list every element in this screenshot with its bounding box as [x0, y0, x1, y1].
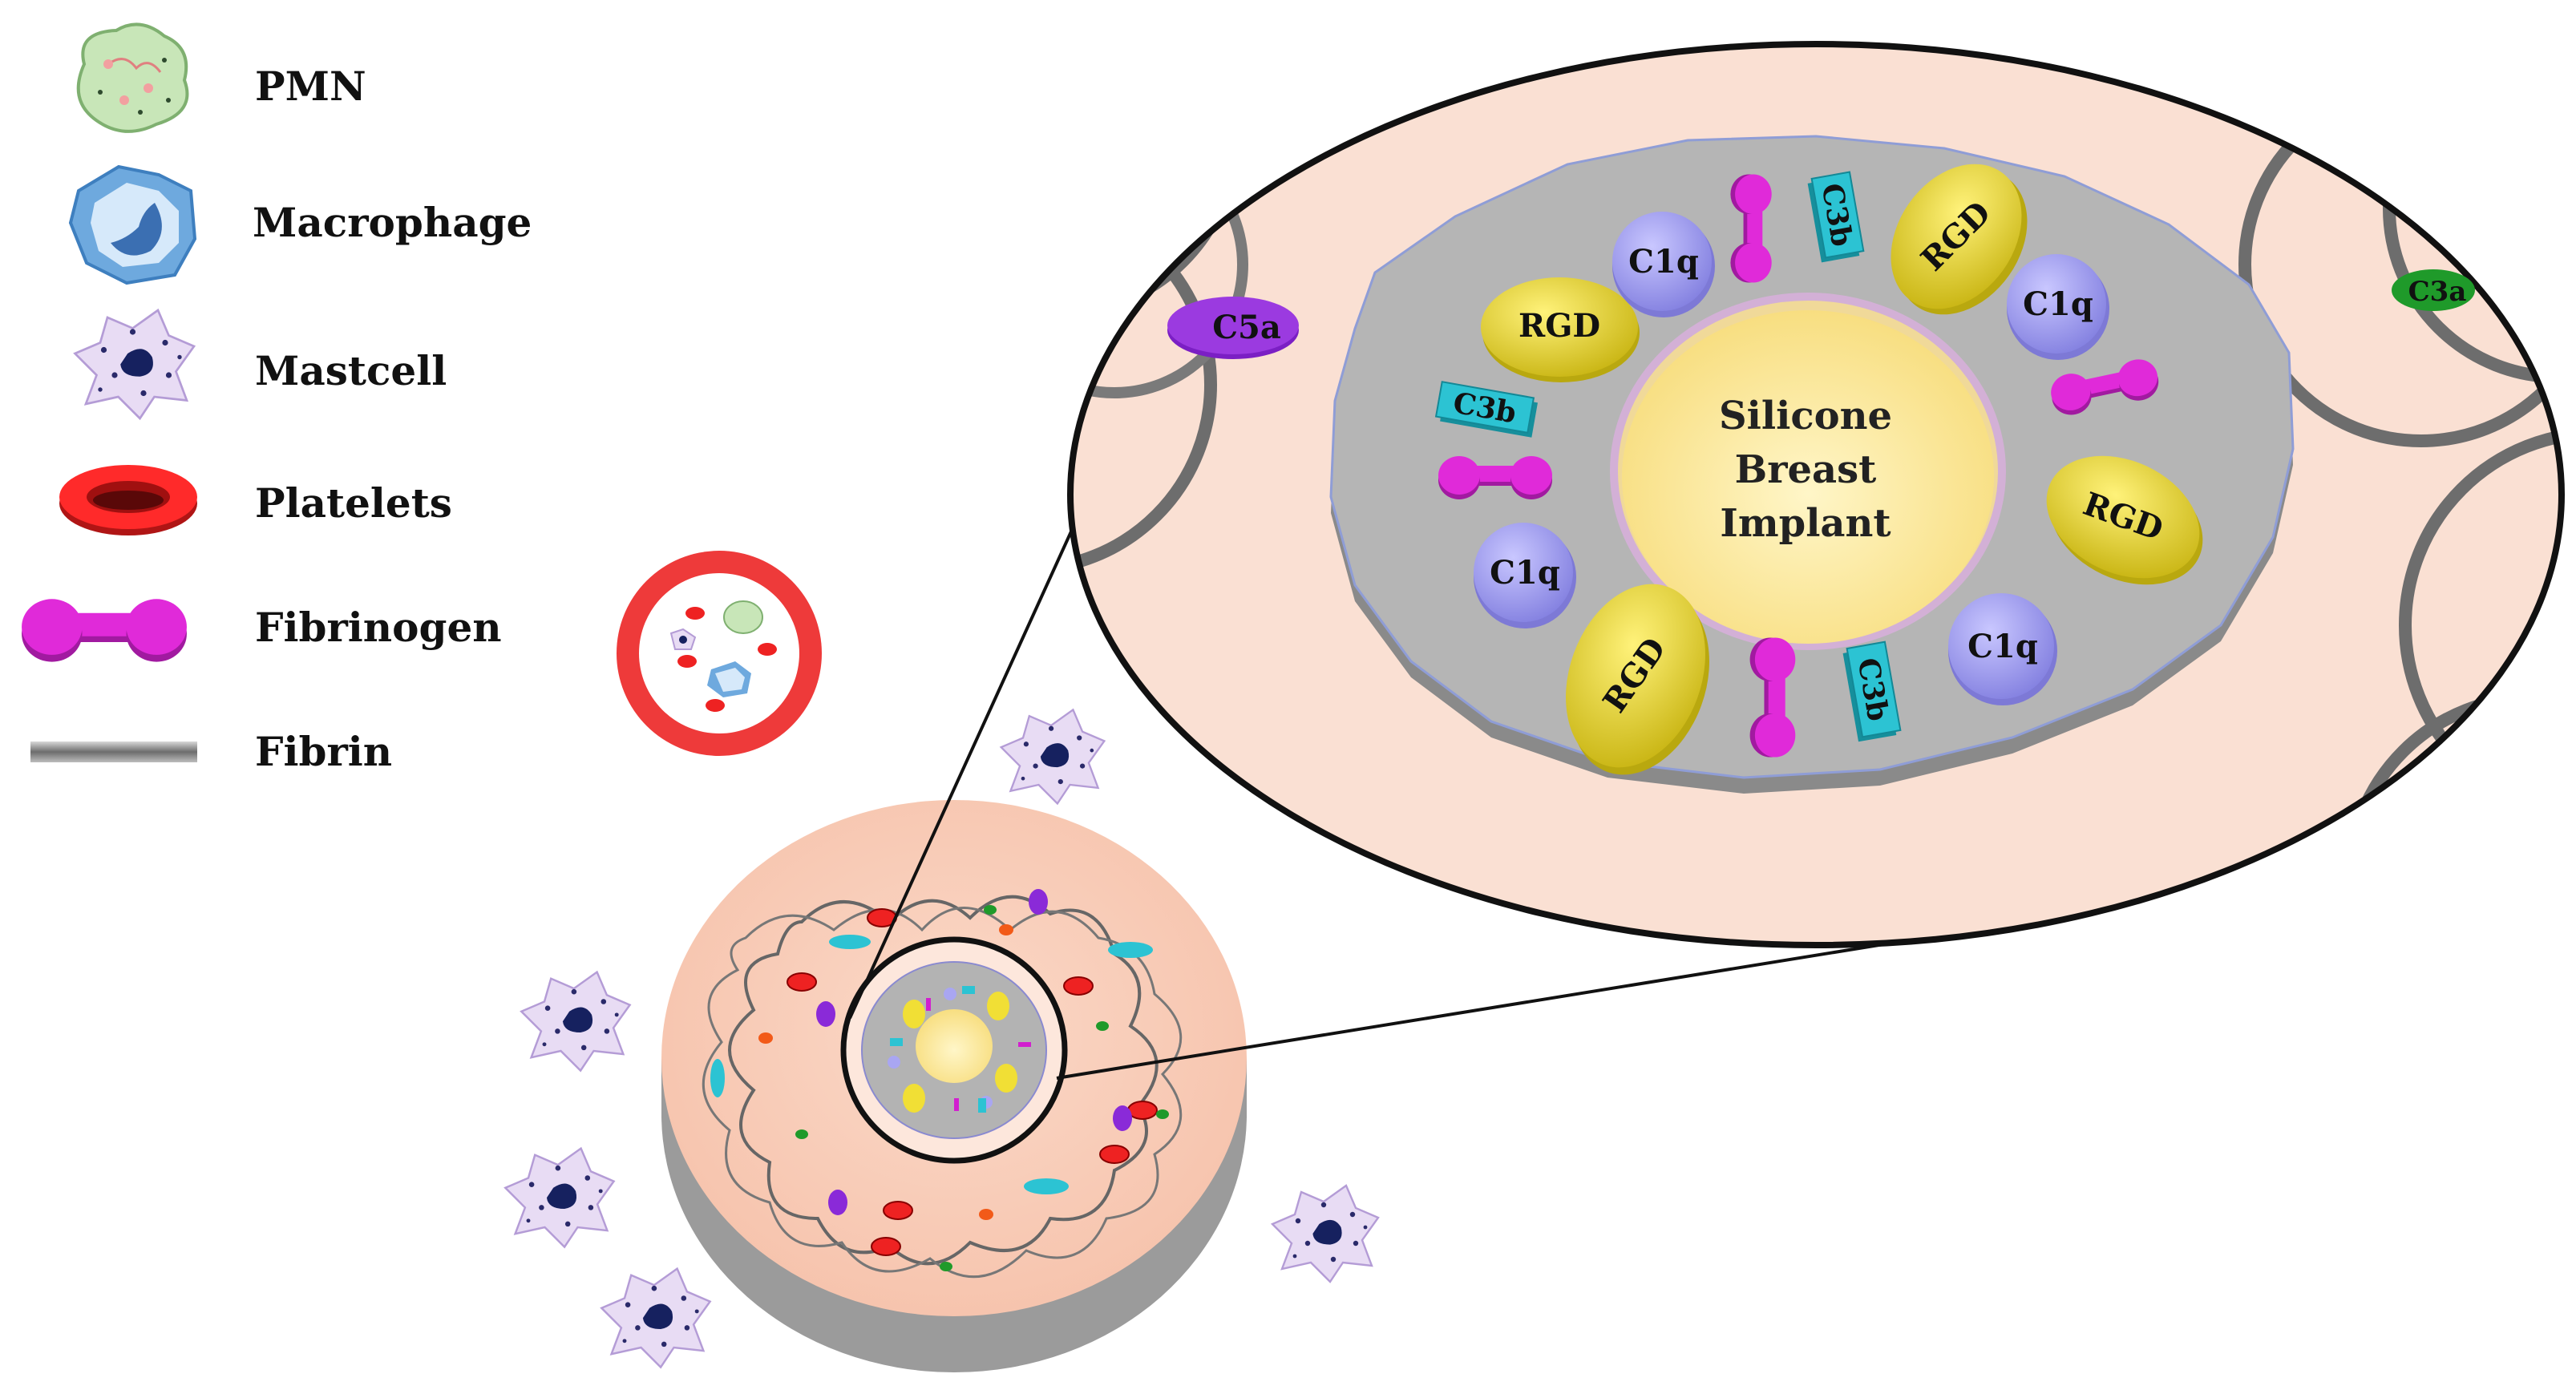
legend-label-mastcell: Mastcell [255, 347, 447, 394]
implant-label-line2: Breast [1735, 447, 1877, 492]
mastcell [1000, 709, 1106, 805]
mastcell [504, 1147, 615, 1248]
c3b-protein: C3b [1842, 640, 1902, 742]
c3b-protein: C3b [1434, 381, 1538, 438]
macrophage-icon [68, 164, 197, 285]
fibrinogen-icon [22, 599, 187, 662]
mastcell-icon [74, 309, 196, 420]
rgd-protein: RGD [2046, 455, 2203, 585]
c5a-label: C5a [1212, 309, 1281, 346]
legend-label-pmn: PMN [255, 63, 366, 110]
legend: PMN Macrophage Mastcell Platelets Fibrin… [22, 22, 532, 775]
c5a-protein: C5a [1167, 297, 1299, 359]
implant-label-line1: Silicone [1719, 394, 1892, 438]
zoom-line-lower [1056, 932, 1949, 1080]
c1q-label: C1q [1967, 628, 2038, 665]
pmn-cell-icon [76, 22, 189, 133]
fibrin-strand-icon [30, 741, 197, 762]
c1q-protein: C1q [2007, 254, 2109, 360]
rgd-label: RGD [1519, 307, 1600, 345]
c3a-label: C3a [2408, 276, 2467, 308]
legend-label-fibrinogen: Fibrinogen [255, 604, 502, 651]
c3a-protein: C3a [2392, 269, 2475, 311]
rgd-protein: RGD [1566, 584, 1709, 775]
blood-vessel-icon [617, 551, 822, 756]
platelet-icon [59, 465, 197, 535]
tissue-disc [661, 800, 1247, 1372]
c1q-protein: C1q [1474, 523, 1576, 628]
c1q-label: C1q [1490, 554, 1560, 592]
c1q-protein: C1q [1612, 212, 1715, 317]
rgd-protein: RGD [1481, 277, 1640, 382]
c1q-protein: C1q [1948, 593, 2057, 705]
legend-label-platelets: Platelets [255, 479, 452, 527]
zoom-border [1067, 41, 2565, 948]
mastcell [601, 1267, 711, 1368]
c1q-label: C1q [1628, 243, 1699, 281]
c3b-protein: C3b [1807, 171, 1865, 263]
mastcell [520, 971, 631, 1072]
mastcell [1271, 1184, 1380, 1283]
c1q-label: C1q [2023, 285, 2093, 323]
legend-label-macrophage: Macrophage [253, 199, 532, 246]
zoom-view: C5a C3a Silicone Breast Implant RGD R [1067, 41, 2565, 948]
rgd-protein: RGD [1891, 164, 2028, 315]
implant-label-line3: Implant [1720, 501, 1891, 546]
legend-label-fibrin: Fibrin [255, 728, 392, 775]
